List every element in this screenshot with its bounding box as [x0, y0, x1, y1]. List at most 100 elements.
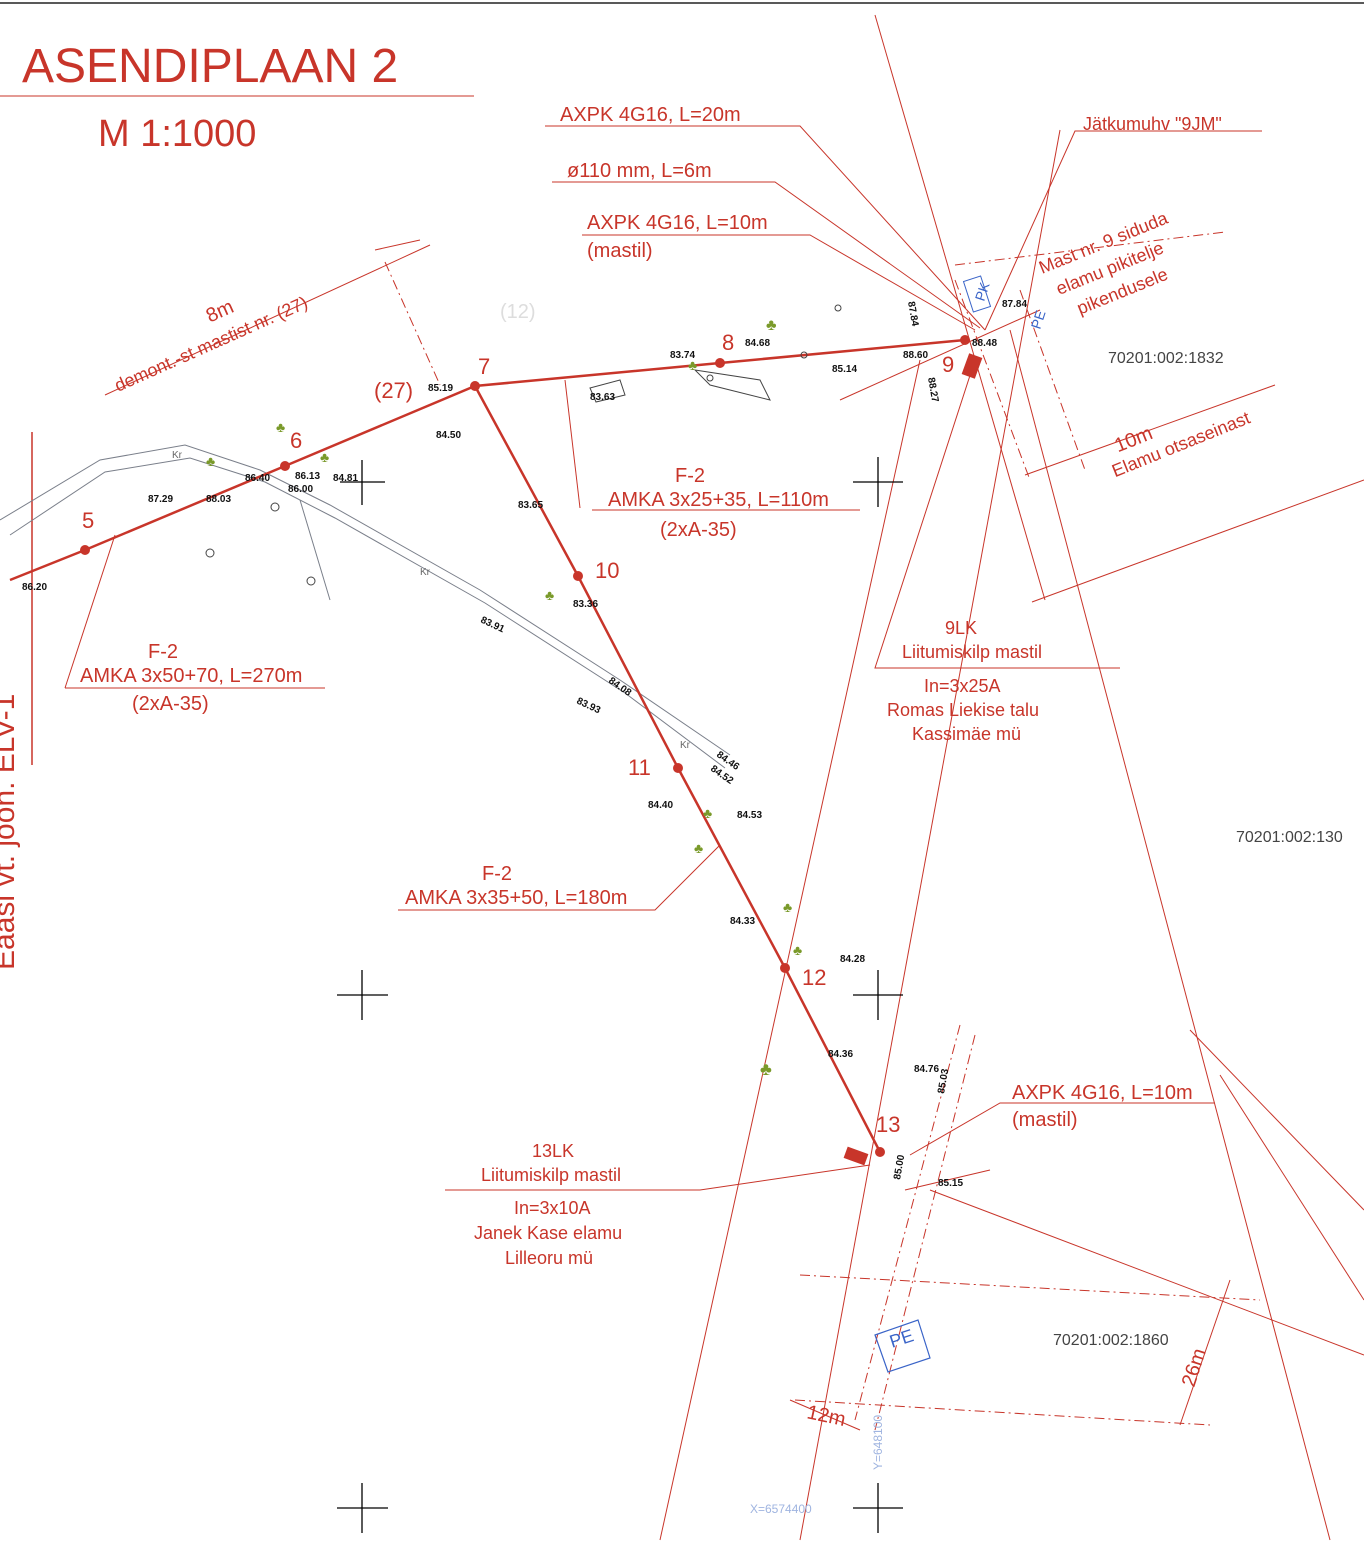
- tree-icon: ♣: [688, 357, 697, 373]
- mast-label-7: 7: [478, 354, 490, 379]
- tree-icons: ♣ ♣ ♣ ♣ ♣ ♣ ♣ ♣ ♣ ♣ ♣: [206, 317, 802, 1079]
- mast-label-27: (27): [374, 378, 413, 403]
- tree-icon: ♣: [694, 840, 703, 856]
- callout-jatkumuhv: Jätkumuhv "9JM": [1083, 114, 1222, 134]
- dist-26m: 26m: [1178, 1346, 1211, 1390]
- lk13-line1: Liitumiskilp mastil: [481, 1165, 621, 1185]
- tree-icon: ♣: [793, 942, 802, 958]
- mast-label-10: 10: [595, 558, 619, 583]
- mast-label-12: 12: [802, 965, 826, 990]
- mast-label-11: 11: [628, 755, 651, 780]
- property-lines: [659, 14, 1364, 1541]
- lk9-line4: Kassimäe mü: [912, 724, 1021, 744]
- callout-pipe: ø110 mm, L=6m: [567, 160, 712, 182]
- elevation: 85.15: [938, 1178, 963, 1189]
- elevation: 86.20: [22, 582, 47, 593]
- elevation: 85.19: [428, 383, 453, 394]
- elevation: 88.03: [206, 494, 231, 505]
- parcel-1832: 70201:002:1832: [1108, 350, 1224, 367]
- elevation: 87.84: [1002, 299, 1027, 310]
- circle-ref: (12): [500, 301, 536, 323]
- callout-axpk-10-top: AXPK 4G16, L=10m: [587, 212, 768, 234]
- pe-top-label: PE: [1028, 308, 1049, 331]
- elevation: 88.48: [972, 338, 997, 349]
- elevation: 88.60: [903, 350, 928, 361]
- tree-icon: ♣: [766, 317, 777, 334]
- mast9-note: Mast nr. 9 siduda elamu pikitelje pikend…: [1036, 207, 1172, 318]
- tree-icon: ♣: [703, 805, 712, 821]
- pk-label: PK: [972, 280, 993, 303]
- side-note: Eaasi vt. joon. ELV-1: [0, 694, 21, 970]
- lk9-title: 9LK: [945, 618, 977, 638]
- elevation: 84.33: [730, 916, 755, 927]
- mast-label-6: 6: [290, 428, 302, 453]
- callout-axpk-10-top-sub: (mastil): [587, 240, 653, 262]
- lk13-title: 13LK: [532, 1141, 574, 1161]
- elevation: 84.53: [737, 810, 762, 821]
- elevation: 84.81: [333, 473, 358, 484]
- tree-icon: ♣: [206, 453, 215, 469]
- road-label: Kr: [172, 450, 183, 461]
- f2-mid-sub: (2xA-35): [660, 519, 737, 541]
- f2-left-sub: (2xA-35): [132, 693, 209, 715]
- elevation-labels: 86.20 87.29 88.03 86.40 86.13 86.00 84.8…: [22, 299, 1027, 1189]
- f2-mid-cable: AMKA 3x25+35, L=110m: [608, 489, 829, 511]
- elevation: 83.65: [518, 500, 543, 511]
- elevation: 83.36: [573, 599, 598, 610]
- elevation: 84.68: [745, 338, 770, 349]
- elevation: 83.93: [575, 696, 603, 717]
- elevation: 84.08: [606, 675, 633, 699]
- elevation: 86.40: [245, 473, 270, 484]
- cable-f2-upper: [9, 338, 966, 582]
- elevation: 87.29: [148, 494, 173, 505]
- tree-icon: ♣: [276, 419, 285, 435]
- elevation: 85.03: [936, 1068, 951, 1095]
- coord-x: X=6574400: [750, 1502, 812, 1516]
- mast-points: [80, 335, 970, 1157]
- f2-low-cable: AMKA 3x35+50, L=180m: [405, 887, 627, 909]
- plan-title: ASENDIPLAAN 2: [22, 40, 398, 93]
- dimension-lines: [104, 231, 1276, 1431]
- lk13-line3: Janek Kase elamu: [474, 1223, 622, 1243]
- road-label: Kr: [680, 740, 691, 751]
- elevation: 87.84: [905, 301, 920, 328]
- callout-axpk-10-bot: AXPK 4G16, L=10m: [1012, 1082, 1193, 1104]
- f2-left-cable: AMKA 3x50+70, L=270m: [80, 665, 302, 687]
- elevation: 88.27: [925, 377, 940, 404]
- map-features: [205, 304, 842, 586]
- elevation: 84.40: [648, 800, 673, 811]
- elevation: 86.00: [288, 484, 313, 495]
- mast-label-8: 8: [722, 330, 734, 355]
- elevation: 83.63: [590, 392, 615, 403]
- elevation: 83.74: [670, 350, 695, 361]
- mast-label-13: 13: [876, 1112, 900, 1137]
- f2-low-label: F-2: [482, 863, 512, 885]
- tree-icon: ♣: [545, 587, 554, 603]
- parcel-130: 70201:002:130: [1236, 829, 1343, 846]
- elevation: 83.91: [479, 615, 507, 636]
- elevation: 85.14: [832, 364, 857, 375]
- mast-label-5: 5: [82, 508, 94, 533]
- lk13-line4: Lilleoru mü: [505, 1248, 593, 1268]
- dist-12m: 12m: [805, 1401, 848, 1431]
- callout-leaders: [64, 125, 1262, 1191]
- tree-icon: ♣: [760, 1059, 772, 1079]
- lk9-line2: In=3x25A: [924, 676, 1001, 696]
- elevation: 85.00: [892, 1154, 907, 1181]
- plan-scale: M 1:1000: [98, 113, 256, 155]
- elevation: 84.36: [828, 1049, 853, 1060]
- elevation: 84.50: [436, 430, 461, 441]
- connection-box-9-icon: [961, 353, 983, 379]
- connection-box-13-icon: [843, 1146, 869, 1166]
- elevation: 86.13: [295, 471, 320, 482]
- road-label: Kr: [420, 567, 431, 578]
- road: Kr Kr Kr: [0, 444, 731, 769]
- callout-axpk-10-bot-sub: (mastil): [1012, 1109, 1078, 1131]
- planned-house-outline: [874, 1319, 931, 1373]
- elevation: 84.76: [914, 1064, 939, 1075]
- tree-icon: ♣: [783, 899, 792, 915]
- demont-length: 8m: [203, 296, 237, 327]
- lk9-line3: Romas Liekise talu: [887, 700, 1039, 720]
- pk-box: [962, 275, 992, 313]
